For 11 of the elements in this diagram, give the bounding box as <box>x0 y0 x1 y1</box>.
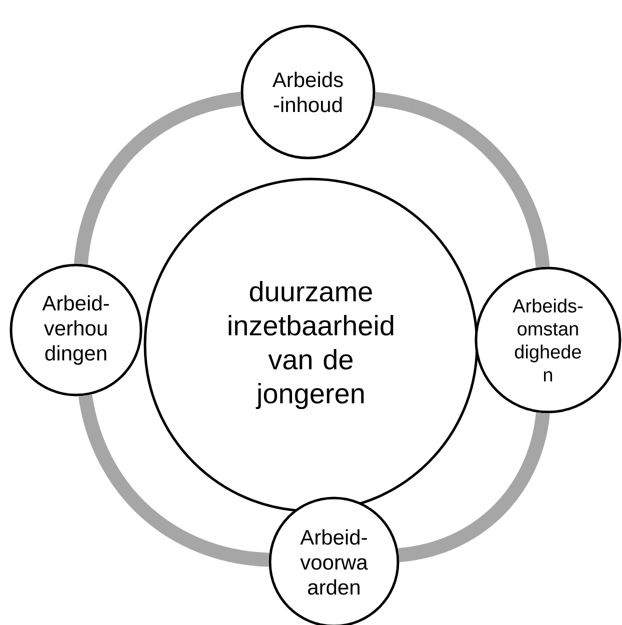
ring-arc <box>78 394 270 567</box>
circle-node: duurzame inzetbaarheid van de jongeren <box>144 178 478 512</box>
ring-arc <box>74 92 242 265</box>
circle-node: Arbeids -inhoud <box>240 24 376 160</box>
circle-node: Arbeids- omstan dighede n <box>474 266 622 414</box>
node-label: Arbeid- voorwa arden <box>300 529 368 595</box>
node-label: Arbeids- omstan dighede n <box>512 298 582 382</box>
ring-arc <box>398 412 550 562</box>
ring-arc <box>374 92 550 268</box>
circle-node: Arbeid- verhou dingen <box>10 264 142 396</box>
circle-node: Arbeid- voorwa arden <box>268 496 400 625</box>
